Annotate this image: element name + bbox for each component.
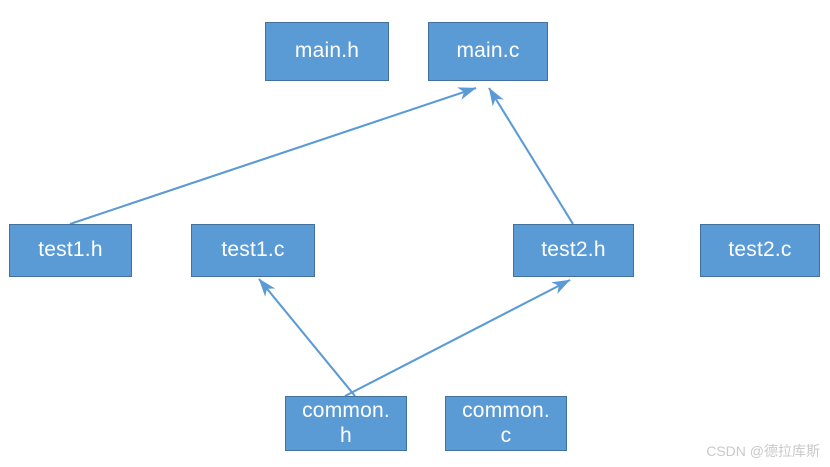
node-label: test1.h	[38, 238, 103, 262]
watermark: CSDN @德拉库斯	[706, 443, 820, 459]
edge-e1	[69, 87, 477, 225]
node-label: common.c	[446, 399, 566, 447]
node-common-c[interactable]: common.c	[445, 396, 567, 451]
edge-e4	[344, 279, 571, 397]
edge-e3	[258, 278, 356, 397]
node-test1-h[interactable]: test1.h	[9, 224, 132, 277]
node-label: test2.c	[728, 238, 792, 262]
node-label-line: c	[500, 423, 512, 447]
node-label-line: h	[340, 423, 352, 447]
node-label: test1.c	[221, 238, 285, 262]
node-label: main.c	[456, 39, 520, 63]
node-label: common.h	[286, 399, 406, 447]
edge-e2	[488, 87, 574, 225]
node-test2-c[interactable]: test2.c	[700, 224, 820, 277]
node-test2-h[interactable]: test2.h	[513, 224, 634, 277]
node-label: main.h	[294, 39, 360, 63]
node-label-line: common.	[302, 399, 390, 423]
node-common-h[interactable]: common.h	[285, 396, 407, 451]
node-label-line: common.	[462, 399, 550, 423]
node-test1-c[interactable]: test1.c	[191, 224, 315, 277]
node-main-h[interactable]: main.h	[265, 22, 389, 81]
node-main-c[interactable]: main.c	[428, 22, 548, 81]
node-label: test2.h	[541, 238, 606, 262]
